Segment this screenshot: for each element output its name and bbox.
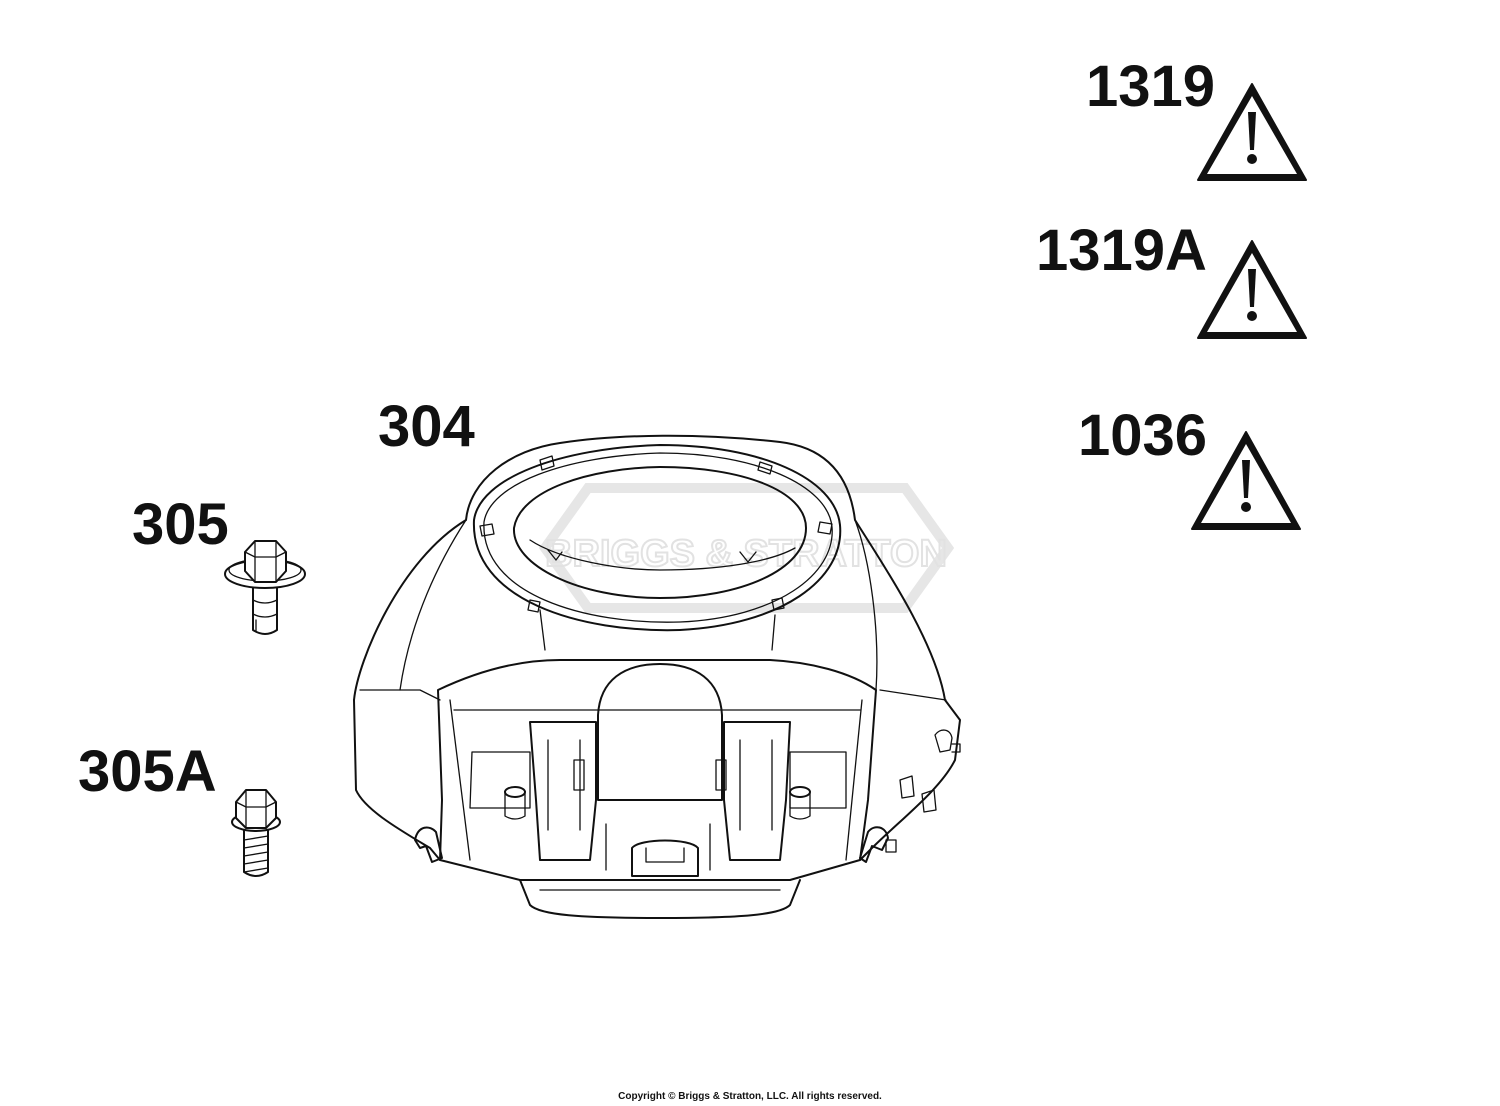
watermark-logo: BRIGGS & STRATTON bbox=[538, 483, 955, 613]
callout-305: 305 bbox=[132, 492, 229, 557]
callout-305a: 305A bbox=[78, 739, 217, 804]
callout-304: 304 bbox=[378, 394, 475, 459]
blower-housing-illustration bbox=[353, 434, 961, 919]
warning-triangle-icon bbox=[1197, 240, 1307, 339]
hex-flange-bolt-icon bbox=[224, 540, 306, 635]
callout-1036: 1036 bbox=[1078, 403, 1208, 468]
svg-text:BRIGGS & STRATTON: BRIGGS & STRATTON bbox=[545, 533, 947, 575]
callout-1319: 1319 bbox=[1086, 54, 1216, 119]
copyright-notice: Copyright © Briggs & Stratton, LLC. All … bbox=[618, 1091, 882, 1102]
callout-1319a: 1319A bbox=[1036, 218, 1207, 283]
warning-triangle-icon bbox=[1191, 431, 1301, 530]
warning-triangle-icon bbox=[1197, 83, 1307, 181]
hex-bolt-icon bbox=[231, 789, 281, 877]
